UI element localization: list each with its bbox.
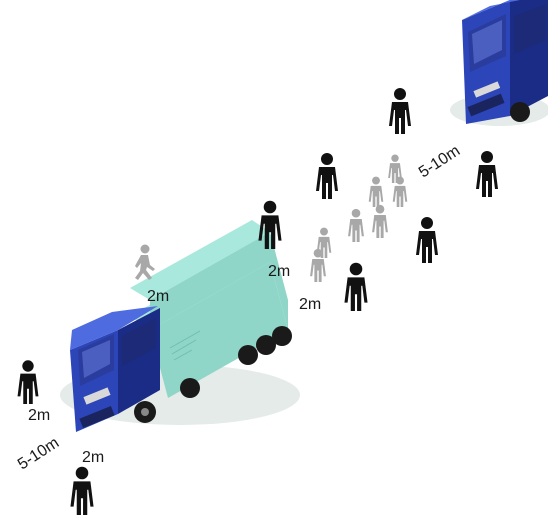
person-icon bbox=[372, 205, 388, 238]
person-icon bbox=[416, 217, 438, 263]
person-icon bbox=[18, 360, 39, 404]
distance-label-2m: 2m bbox=[28, 407, 50, 424]
person-icon bbox=[369, 177, 384, 207]
walking-person-icon bbox=[135, 245, 155, 281]
person-icon bbox=[348, 209, 364, 242]
person-icon bbox=[316, 153, 338, 199]
rear-truck-wheel bbox=[510, 102, 530, 122]
person-icon bbox=[344, 263, 367, 311]
rear-truck bbox=[450, 0, 548, 126]
person-icon bbox=[476, 151, 498, 197]
person-icon bbox=[70, 467, 93, 515]
distance-label-2m: 2m bbox=[147, 288, 169, 305]
cab-rear-wheel bbox=[180, 378, 200, 398]
distance-label-2m: 2m bbox=[82, 449, 104, 466]
distance-label-2m: 2m bbox=[299, 296, 321, 313]
front-truck bbox=[60, 220, 300, 432]
distance-label-2m: 2m bbox=[268, 263, 290, 280]
front-gap-label: 5-10m bbox=[15, 434, 62, 473]
person-icon bbox=[310, 249, 326, 282]
person-icon bbox=[393, 177, 408, 207]
rear-gap-label: 5-10m bbox=[416, 142, 463, 181]
person-icon bbox=[389, 88, 411, 134]
